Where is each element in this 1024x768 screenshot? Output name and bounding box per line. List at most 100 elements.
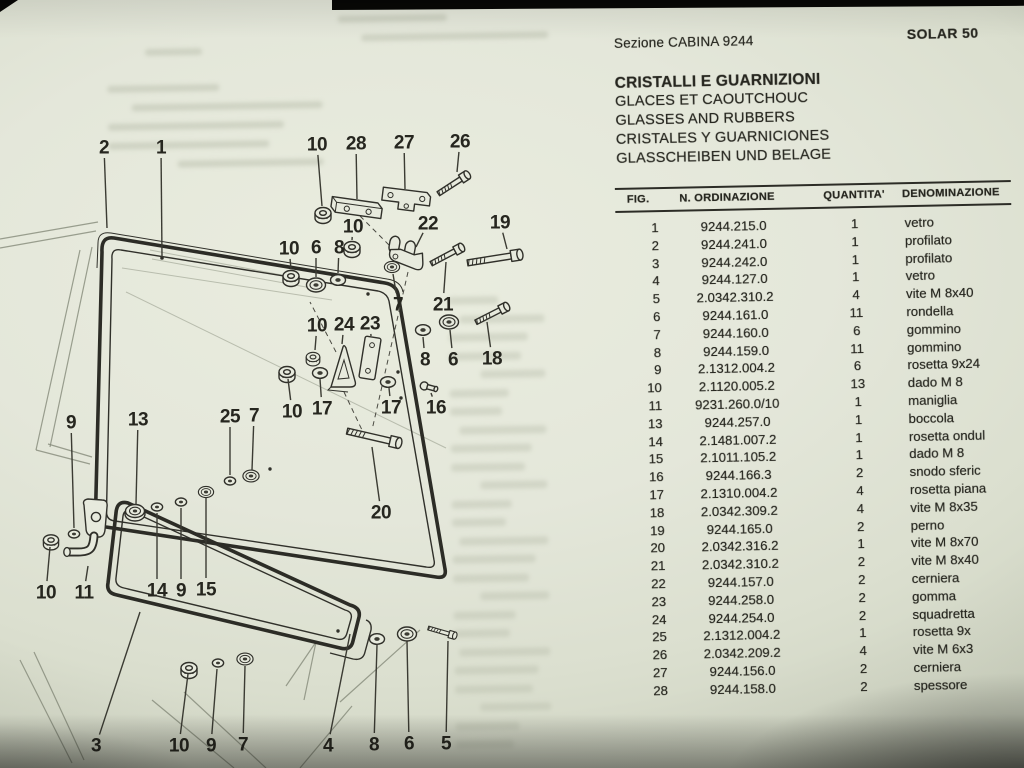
callout-number: 10	[282, 402, 302, 423]
callout-number: 17	[381, 398, 401, 419]
cell-fig: 21	[650, 558, 666, 574]
cell-qty: 6	[853, 358, 862, 374]
cell-qty: 1	[851, 251, 860, 267]
cell-name: profilato	[904, 232, 953, 248]
cell-qty: 1	[851, 233, 859, 250]
col-fig: FIG.	[626, 193, 650, 206]
cell-code: 2.0342.309.2	[700, 502, 778, 520]
section-label: Sezione CABINA 9244	[613, 33, 754, 51]
part-nut-10	[278, 365, 296, 384]
cell-name: snodo sferic	[909, 462, 981, 480]
callout-leader-line	[445, 640, 449, 733]
cell-qty: 2	[860, 678, 868, 694]
callout-leader-line	[160, 157, 163, 258]
part-washer-14	[150, 502, 164, 512]
cell-qty: 1	[851, 269, 860, 285]
part-grommet-6	[438, 314, 460, 330]
cell-code: 9231.260.0/10	[694, 395, 780, 413]
callout-number: 4	[323, 736, 334, 757]
part-bushing-13	[124, 503, 146, 522]
cell-code: 9244.160.0	[702, 324, 769, 342]
cell-fig: 11	[648, 398, 663, 414]
cell-qty: 1	[854, 394, 862, 410]
cell-fig: 28	[653, 682, 669, 699]
cell-name: spessore	[913, 676, 968, 693]
part-hinge-plate-27	[381, 186, 432, 212]
cell-name: vetro	[904, 214, 935, 231]
cell-fig: 1	[651, 220, 659, 236]
cell-name: perno	[910, 516, 945, 533]
cell-fig: 18	[649, 504, 665, 521]
cell-qty: 4	[859, 643, 867, 659]
part-handle-11	[63, 498, 108, 558]
cell-qty: 2	[856, 518, 865, 534]
cell-qty: 1	[855, 429, 863, 445]
cell-name: maniglia	[908, 392, 958, 409]
callout-number: 26	[450, 132, 470, 153]
callout-number: 9	[206, 736, 216, 757]
cell-name: dado M 8	[909, 445, 965, 462]
cell-code: 2.0342.316.2	[701, 538, 779, 555]
callout-number: 16	[426, 398, 446, 419]
part-nut-10	[42, 534, 60, 551]
cell-fig: 13	[647, 415, 663, 432]
cell-fig: 23	[651, 593, 667, 610]
callout-leader-line	[456, 151, 460, 173]
model-label: SOLAR 50	[906, 24, 979, 43]
cell-code: 2.1310.004.2	[700, 484, 778, 502]
cell-qty: 2	[855, 465, 864, 481]
part-nut-10	[180, 661, 198, 680]
cell-qty: 6	[852, 322, 861, 339]
callout-number: 25	[220, 407, 241, 428]
callout-leader-line	[341, 334, 344, 345]
callout-number: 11	[74, 583, 94, 604]
part-grommet-7	[383, 260, 401, 274]
cell-fig: 20	[650, 540, 666, 556]
title-block: CRISTALLI E GUARNIZIONI GLACES ET CAOUTC…	[615, 70, 832, 169]
cell-fig: 14	[648, 433, 664, 449]
cell-code: 9244.127.0	[701, 271, 768, 288]
part-bolt-26	[435, 168, 473, 199]
callout-number: 6	[448, 350, 458, 371]
callout-number: 7	[393, 295, 403, 316]
cell-name: dado M 8	[907, 374, 963, 391]
table-body: 1 9244.215.0 1 vetro 2 9244.241.0 1 prof…	[611, 213, 1024, 702]
cell-name: rosetta 9x24	[907, 356, 981, 373]
cell-code: 2.1312.004.2	[697, 360, 776, 377]
part-nut-10	[305, 351, 321, 367]
cell-name: gommino	[906, 320, 962, 337]
callout-number: 24	[334, 315, 355, 336]
cell-code: 9244.215.0	[700, 217, 767, 235]
cell-qty: 4	[856, 500, 865, 516]
part-bolt-5	[426, 623, 459, 641]
cell-qty: 13	[850, 376, 866, 392]
cell-code: 9244.257.0	[704, 413, 771, 430]
cell-code: 2.1481.007.2	[699, 431, 777, 448]
cell-code: 2.0342.310.2	[696, 289, 774, 306]
part-grommet-7	[242, 469, 260, 483]
cell-fig: 17	[649, 487, 665, 503]
part-washer-9	[211, 658, 225, 668]
callout-leader-line	[371, 446, 381, 502]
cell-qty: 1	[855, 447, 864, 463]
callout-leader-line	[70, 432, 75, 529]
part-washer-9	[67, 529, 81, 539]
callout-leader-line	[415, 232, 424, 248]
cell-fig: 16	[648, 469, 664, 485]
callout-number: 23	[360, 314, 380, 335]
callout-number: 8	[369, 735, 379, 756]
part-washer-8	[368, 633, 386, 645]
cell-name: vite M 8x40	[911, 551, 979, 569]
callout-number: 10	[36, 583, 56, 604]
callout-leader-line	[486, 321, 492, 348]
cell-name: rondella	[906, 303, 954, 320]
cell-name: cerniera	[913, 659, 962, 676]
cell-qty: 11	[850, 340, 865, 356]
callout-leader-line	[251, 425, 255, 471]
callout-leader-line	[98, 611, 141, 735]
callout-number: 21	[433, 295, 454, 316]
cell-name: vite M 8x35	[910, 498, 978, 515]
cell-name: boccola	[908, 409, 955, 426]
callout-leader-line	[179, 673, 189, 735]
